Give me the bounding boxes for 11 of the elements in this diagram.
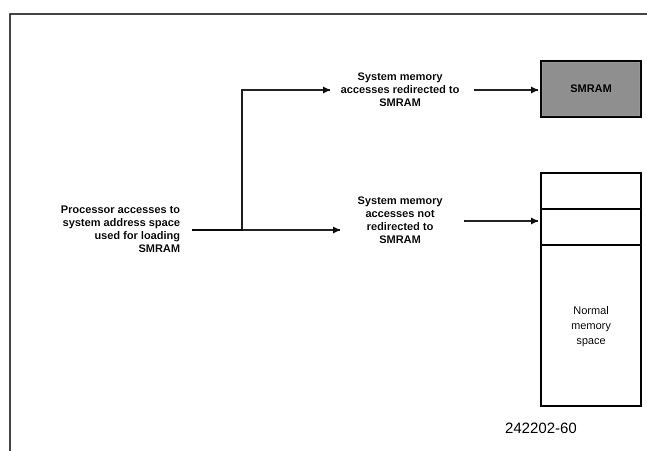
arrow [464,218,538,224]
memory-map [540,172,642,407]
description-text: System memory accesses redirected to SMRAM [340,70,460,110]
block-label: SMRAM [570,82,612,96]
smram-block [540,60,642,118]
description-text: Normal memory space [570,304,612,349]
arrow [192,226,340,234]
description-text: System memory accesses not redirected to SMRAM [356,195,444,247]
arrow [474,86,538,94]
description-text: Processor accesses to system address space used for loading SMRAM [60,204,180,256]
figure-number: 242202-60 [505,420,577,437]
